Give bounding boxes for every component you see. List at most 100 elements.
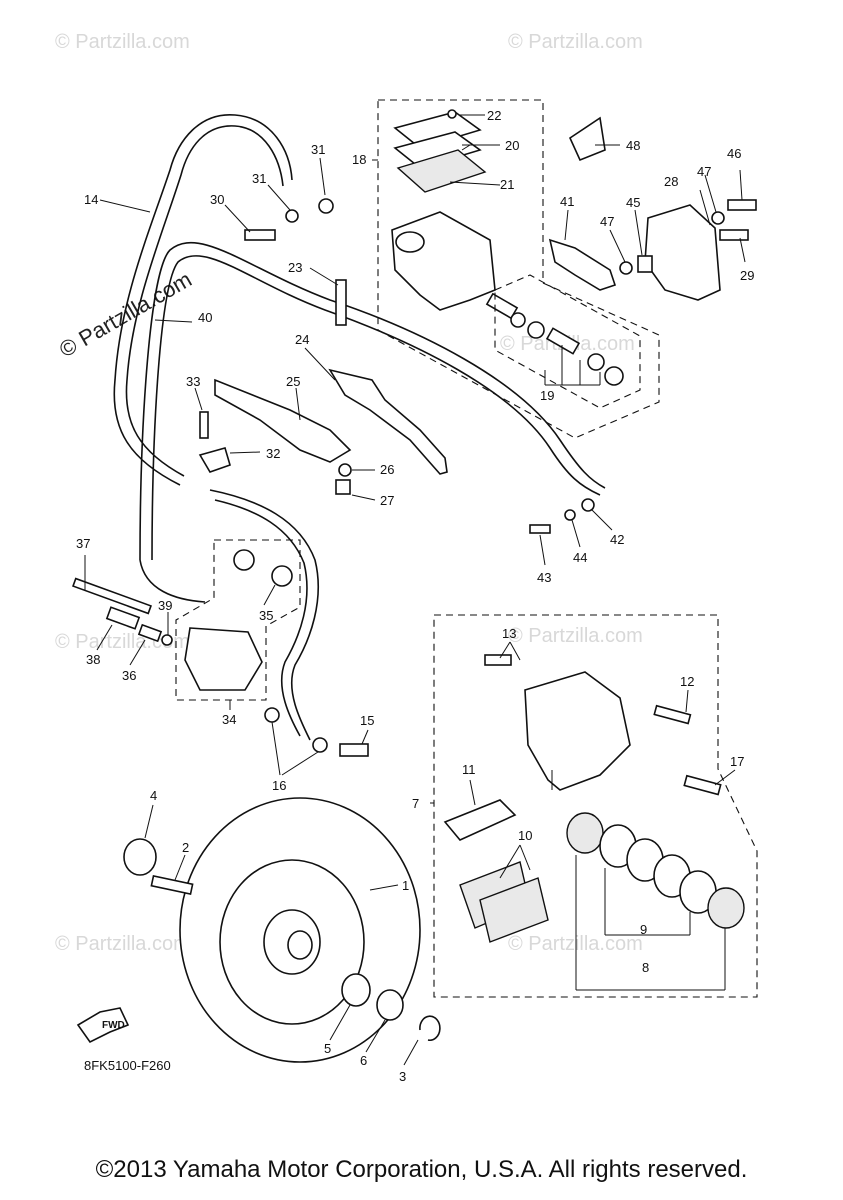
callout-numbers: 1 2 3 4 5 6 7 8 9 10 11 12 13 14 15 16 1… bbox=[76, 108, 754, 1084]
callout-18: 18 bbox=[352, 152, 366, 167]
callout-33: 33 bbox=[186, 374, 200, 389]
brake-hose-outer bbox=[125, 125, 284, 477]
diaphragm bbox=[396, 149, 487, 193]
nut-26 bbox=[338, 463, 352, 477]
cap-screw bbox=[447, 109, 457, 119]
callout-12: 12 bbox=[680, 674, 694, 689]
brake-disc-bore bbox=[287, 930, 313, 960]
copyright-notice: ©2013 Yamaha Motor Corporation, U.S.A. A… bbox=[95, 1156, 748, 1183]
ring-6 bbox=[376, 989, 404, 1021]
watermark-bottom-left: © Partzilla.com bbox=[55, 933, 190, 955]
washer-16a bbox=[264, 707, 280, 723]
watermark-top-left: © Partzilla.com bbox=[55, 31, 190, 53]
clamp-32 bbox=[198, 447, 231, 473]
pad-spring-11 bbox=[443, 799, 517, 841]
brake-lever bbox=[328, 368, 448, 475]
diagram-code: 8FK5100-F260 bbox=[84, 1058, 171, 1073]
callout-2: 2 bbox=[182, 840, 189, 855]
callout-44: 44 bbox=[573, 550, 587, 565]
circlip-3 bbox=[419, 1015, 441, 1041]
brake-pedal bbox=[548, 238, 617, 291]
callout-40: 40 bbox=[198, 310, 212, 325]
bolt-17 bbox=[683, 774, 722, 796]
bolt-43 bbox=[529, 524, 551, 534]
group-box-front-caliper bbox=[433, 614, 758, 998]
bolt-15 bbox=[339, 743, 369, 757]
pin-12 bbox=[653, 704, 692, 725]
collar-42 bbox=[581, 498, 595, 512]
group-box-piston-kit bbox=[494, 274, 641, 409]
callout-36: 36 bbox=[122, 668, 136, 683]
master-cylinder-port bbox=[395, 231, 425, 253]
group-box-master-cylinder bbox=[377, 99, 660, 439]
callout-22: 22 bbox=[487, 108, 501, 123]
callout-35: 35 bbox=[259, 608, 273, 623]
pad-35b bbox=[271, 565, 293, 587]
leader-lines bbox=[84, 114, 746, 1066]
master-cylinder-body bbox=[391, 211, 496, 311]
callout-39: 39 bbox=[158, 598, 172, 613]
callout-47a: 47 bbox=[600, 214, 614, 229]
brake-hose bbox=[113, 114, 293, 486]
callout-30: 30 bbox=[210, 192, 224, 207]
callout-45: 45 bbox=[626, 195, 640, 210]
pad-10b bbox=[479, 877, 549, 943]
cap-plate bbox=[393, 131, 482, 169]
callout-28: 28 bbox=[664, 174, 678, 189]
callout-48: 48 bbox=[626, 138, 640, 153]
callout-7: 7 bbox=[412, 796, 419, 811]
callout-24: 24 bbox=[295, 332, 309, 347]
callout-11: 11 bbox=[462, 762, 476, 777]
bolt-23 bbox=[335, 279, 347, 326]
callout-17: 17 bbox=[730, 754, 744, 769]
washer-4 bbox=[123, 838, 157, 876]
callout-16: 16 bbox=[272, 778, 286, 793]
callout-31b: 31 bbox=[311, 142, 325, 157]
washer-47a bbox=[619, 261, 633, 275]
bolt-46 bbox=[727, 199, 757, 211]
callout-9: 9 bbox=[640, 922, 647, 937]
washer-16b bbox=[312, 737, 328, 753]
callout-46: 46 bbox=[727, 146, 741, 161]
callout-41: 41 bbox=[560, 194, 574, 209]
key-2 bbox=[150, 875, 194, 895]
callout-43: 43 bbox=[537, 570, 551, 585]
bolt-29 bbox=[719, 229, 749, 241]
bleeder-13 bbox=[484, 654, 512, 666]
nut-27 bbox=[335, 479, 351, 495]
brake-cable-inner bbox=[151, 255, 601, 561]
washer-31b bbox=[318, 198, 334, 214]
callout-25: 25 bbox=[286, 374, 300, 389]
lever-holder bbox=[214, 378, 352, 463]
fwd-label: FWD bbox=[102, 1020, 125, 1031]
piston-kit bbox=[485, 292, 624, 386]
bolt-33 bbox=[199, 411, 209, 439]
watermark-top-right: © Partzilla.com bbox=[508, 31, 643, 53]
collar-45 bbox=[637, 255, 653, 273]
tag-48 bbox=[568, 116, 606, 162]
brake-cable-end bbox=[139, 559, 206, 603]
callout-23: 23 bbox=[288, 260, 302, 275]
callout-6: 6 bbox=[360, 1053, 367, 1068]
brake-hose-lower bbox=[209, 489, 319, 741]
watermark-main: © Partzilla.com bbox=[55, 267, 196, 363]
callout-47b: 47 bbox=[697, 164, 711, 179]
callout-5: 5 bbox=[324, 1041, 331, 1056]
brake-cable bbox=[139, 241, 606, 561]
caliper-pistons-seals bbox=[566, 812, 745, 929]
group-box-rear-caliper bbox=[175, 539, 301, 701]
ring-39 bbox=[161, 634, 173, 646]
callout-34: 34 bbox=[222, 712, 236, 727]
bolt-30 bbox=[244, 229, 276, 241]
spring-38 bbox=[105, 606, 141, 630]
callout-1: 1 bbox=[402, 878, 409, 893]
rear-caliper bbox=[184, 627, 263, 691]
reservoir-cap bbox=[393, 111, 482, 149]
brake-hose-lower-inner bbox=[214, 499, 308, 737]
callout-3: 3 bbox=[399, 1069, 406, 1084]
washer-31a bbox=[285, 209, 299, 223]
front-caliper bbox=[524, 671, 631, 791]
callout-42: 42 bbox=[610, 532, 624, 547]
bolt-37 bbox=[72, 577, 152, 615]
